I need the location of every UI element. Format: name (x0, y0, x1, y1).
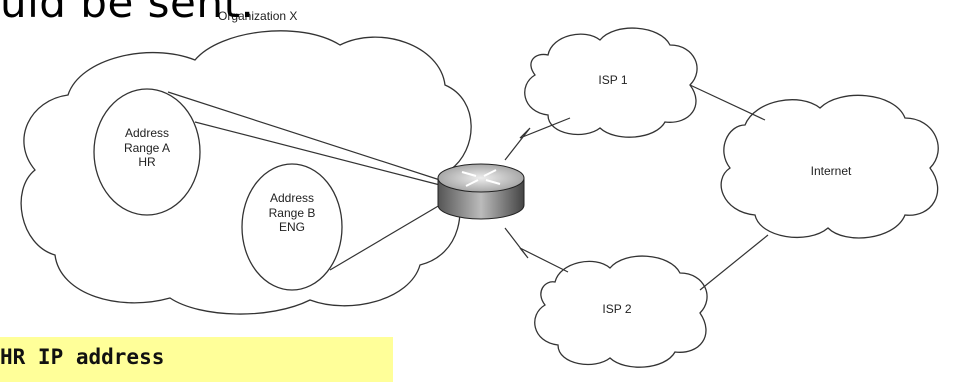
wan-link-isp1 (504, 117, 571, 161)
internet-cloud (720, 94, 939, 239)
range-a-line1: Address (125, 126, 169, 140)
range-a-line2: Range A (124, 141, 170, 155)
organization-label: Organization X (218, 9, 297, 23)
internet-label: Internet (811, 164, 852, 178)
link-range-b-router (329, 204, 441, 271)
address-range-a-ellipse (93, 88, 201, 216)
wan-link-isp2 (504, 227, 569, 273)
link-isp2-internet (699, 234, 769, 291)
slide-heading-fragment: uld be sent. (0, 0, 255, 27)
isp2-cloud (534, 255, 708, 368)
code-fragment: HR IP address (0, 345, 165, 369)
isp2-label: ISP 2 (602, 302, 631, 316)
range-b-line1: Address (270, 191, 314, 205)
organization-cloud (20, 30, 472, 315)
router-icon (437, 163, 525, 220)
isp1-cloud (524, 27, 698, 138)
isp1-label: ISP 1 (598, 73, 627, 87)
address-range-b-ellipse (241, 163, 343, 291)
range-b-line3: ENG (279, 220, 305, 234)
range-b-line2: Range B (269, 206, 316, 220)
range-a-line3: HR (138, 155, 156, 169)
link-isp1-internet (689, 84, 766, 121)
link-range-a-router-lower (194, 121, 441, 186)
link-range-a-router (167, 91, 441, 181)
code-highlight-box (0, 337, 393, 382)
